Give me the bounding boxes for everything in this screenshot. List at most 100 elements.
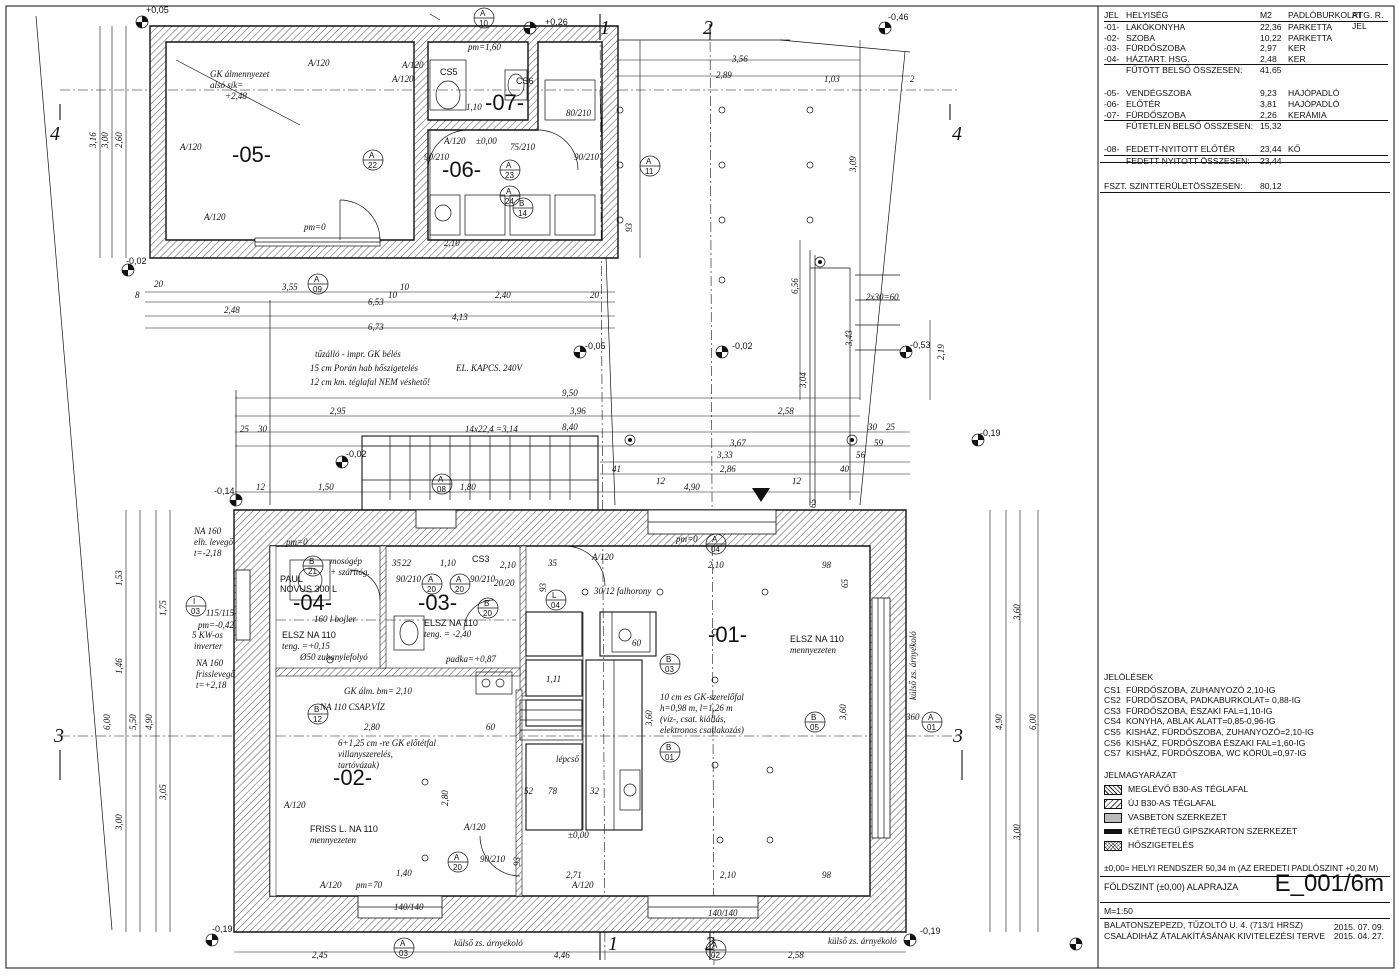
opening-label: 90/210 xyxy=(574,152,600,162)
opening-label: A/120 xyxy=(283,800,306,810)
unheated-cell: HAJÓPADLÓ xyxy=(1288,98,1340,109)
legend-item-drywall: KÉTRÉTEGŰ GIPSZKARTON SZERKEZET xyxy=(1104,826,1388,840)
note-fireproof-1: tűzálló - impr. GK bélés xyxy=(315,349,401,359)
info-panel: JEL HELYISÉG M2 PADLÓBURKOLAT RTG. R. JE… xyxy=(1100,8,1390,966)
dim-mid: 2,86 xyxy=(720,464,736,474)
dim-left: 1,53 xyxy=(114,570,124,586)
symbol-desc: KISHÁZ, FÜRDŐSZOBA ÉSZAKI FAL=1,60-IG xyxy=(1126,737,1306,748)
dim-mid: 30 xyxy=(257,424,268,434)
unheated-total-label: FŰTETLEN BELSŐ ÖSSZESEN: xyxy=(1126,121,1254,132)
opening-label: 60 xyxy=(632,638,642,648)
address: BALATONSZEPEZD, TŰZOLTÓ U. 4. (713/1 HRS… xyxy=(1104,920,1303,930)
dim-top: 2 xyxy=(910,74,915,84)
door-tag-number: 05 xyxy=(810,723,819,732)
dim-mid: 3,67 xyxy=(729,438,746,448)
note-elsz110c: ELSZ NA 110 xyxy=(790,634,844,644)
opening-label: 90/210 xyxy=(424,152,450,162)
door-tag-letter: A xyxy=(456,575,462,584)
opening-label: 93 xyxy=(624,223,634,233)
note-gk-ceiling-2: alsó sík= xyxy=(210,80,243,90)
heated-cell: HÁZTART. HSG. xyxy=(1126,53,1190,64)
note-gkszer-4: elektronos csatlakozás) xyxy=(660,725,744,735)
note-arnyekolo-3: külső zs. árnyékoló xyxy=(908,631,918,700)
col-padlo: PADLÓBURKOLAT xyxy=(1288,10,1363,20)
opening-label: 1,10 xyxy=(440,558,456,568)
opening-label: 1,11 xyxy=(546,674,561,684)
level-9: -0,02 xyxy=(346,449,367,459)
symbol-code: CS1 xyxy=(1104,684,1121,695)
opening-label: 90/210 xyxy=(470,574,496,584)
note-gk-alm: GK álm. bm= 2,10 xyxy=(344,686,412,696)
guest-house xyxy=(149,25,619,259)
dim-mid: 8,40 xyxy=(562,422,578,432)
unheated-cell: HAJÓPADLÓ xyxy=(1288,88,1340,99)
terrace xyxy=(361,250,900,511)
unheated-cell: KERÁMIA xyxy=(1288,109,1327,120)
covered-total-label: FEDETT NYITOTT ÖSSZESEN: xyxy=(1126,155,1250,166)
door-tag-letter: A xyxy=(646,157,652,166)
door-tag-number: 03 xyxy=(665,665,674,674)
note-arnyekolo-2: külső zs. árnyékoló xyxy=(828,936,897,946)
dim-right: 3,60 xyxy=(1012,604,1022,621)
dim-bottom: 2,58 xyxy=(788,950,804,960)
note-gk-fal-1: 6+1,25 cm -re GK előtétfal xyxy=(338,738,436,748)
dim-right: 6,00 xyxy=(1028,714,1038,730)
opening-label: 2,80 xyxy=(440,790,450,806)
dimension-texts-top: 3,55 10 2,40 20 8 10 6,53 2,48 4,13 6,73… xyxy=(135,54,915,332)
opening-label: 2,10 xyxy=(720,870,736,880)
heated-cell: SZOBA xyxy=(1126,32,1156,43)
room-labels: -05- -06- -07- -01- -02- -03- -04- xyxy=(232,90,747,790)
dimension-lines xyxy=(99,26,1039,953)
door-tag-number: 01 xyxy=(927,723,936,732)
dim-right: 3,43 xyxy=(844,330,854,347)
opening-label: 98 xyxy=(822,560,832,570)
opening-label: 22 xyxy=(402,558,412,568)
door-tag-letter: A xyxy=(400,939,406,948)
opening-label: 1,40 xyxy=(396,868,412,878)
dim-left: 6,00 xyxy=(102,714,112,730)
door-tag-number: 20 xyxy=(455,585,464,594)
section-1-top: 1 xyxy=(600,17,610,39)
note-pm160: pm=1,60 xyxy=(467,42,501,52)
note-pm042: pm=-0,42 xyxy=(197,620,234,630)
note-szaritog: + szárítóg. xyxy=(330,567,370,577)
unheated-cell: 2,26 xyxy=(1260,109,1277,120)
level-markers: +0,05 +0,26 -0,46 -0,02 -0,05 -0,02 -0,5… xyxy=(121,5,1083,951)
symbol-desc: FÜRDŐSZOBA, ÉSZAKI FAL=1,10-IG xyxy=(1126,705,1273,716)
door-tag-letter: A xyxy=(928,713,934,722)
heated-cell: FÜRDŐSZOBA xyxy=(1126,43,1186,54)
dim-left: 3,16 xyxy=(88,132,98,149)
dim-left: 2,60 xyxy=(114,132,124,148)
unheated-cell: -07- xyxy=(1104,109,1120,120)
plan-title: FÖLDSZINT (±0,00) ALAPRAJZA xyxy=(1104,882,1239,892)
door-tag-letter: A xyxy=(438,475,444,484)
note-mosogep: mosógép xyxy=(330,556,362,566)
note-teng240: teng. = -2,40 xyxy=(424,629,472,639)
note-gk-fal-2: villanyszerelés, xyxy=(338,749,393,759)
unheated-total-value: 15,32 xyxy=(1260,121,1282,132)
note-cs6: CS6 xyxy=(516,76,534,86)
opening-label: 32 xyxy=(589,786,600,796)
col-jel: JEL xyxy=(1104,10,1119,20)
note-teng015: teng. =+0,15 xyxy=(282,641,330,651)
dim-mid: 12 xyxy=(256,482,266,492)
opening-label: 2,80 xyxy=(364,722,380,732)
covered-total: FEDETT NYITOTT ÖSSZESEN: 23,44 xyxy=(1104,154,1388,167)
door-tag-number: 20 xyxy=(427,585,436,594)
scale: M=1:50 xyxy=(1104,906,1133,916)
opening-label: 115/115 xyxy=(206,608,235,618)
dim-top: 2,89 xyxy=(716,70,732,80)
opening-label: 52 xyxy=(524,786,534,796)
dim-top: 8 xyxy=(135,290,140,300)
unheated-cell: ELŐTÉR xyxy=(1126,98,1161,109)
heated-cell: KER xyxy=(1288,43,1306,54)
level-11: -0,19 xyxy=(212,924,233,934)
level-12: -0,19 xyxy=(920,926,941,936)
